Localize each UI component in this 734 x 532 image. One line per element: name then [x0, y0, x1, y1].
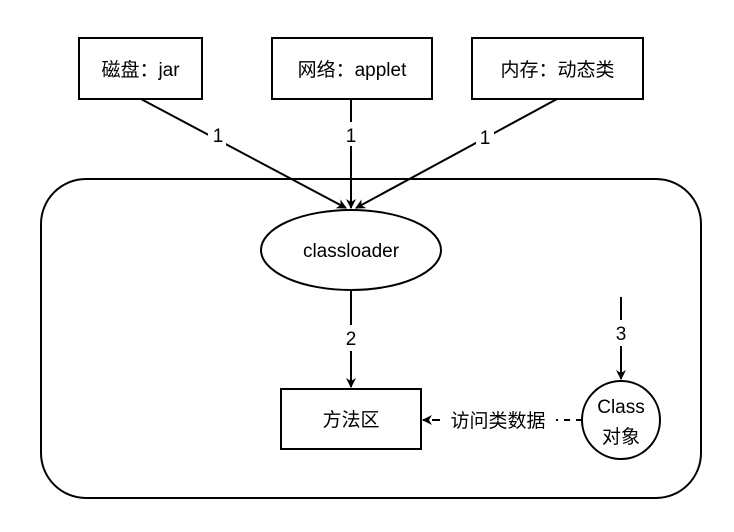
classloader-node[interactable]: classloader [260, 209, 442, 291]
edge-label-access-class-data: 访问类数据 [450, 410, 545, 432]
edge-disk-to-classloader [140, 98, 347, 209]
source-disk-jar[interactable]: 磁盘：jar [78, 37, 203, 100]
jvm-container [40, 178, 702, 499]
edge-label-1-network: 1 [346, 126, 357, 147]
class-object-label-line1: Class [597, 397, 645, 418]
source-memory-dynamic-class-label: 内存：动态类 [500, 59, 614, 81]
edge-label-3: 3 [616, 324, 627, 345]
method-area-node[interactable]: 方法区 [280, 388, 422, 450]
source-disk-jar-label: 磁盘：jar [101, 59, 180, 81]
source-memory-dynamic-class[interactable]: 内存：动态类 [471, 37, 644, 100]
class-object-label-line2: 对象 [602, 426, 640, 448]
edge-memory-to-classloader [355, 98, 558, 209]
classloader-label: classloader [303, 241, 400, 262]
edge-label-1-disk: 1 [213, 126, 224, 147]
source-network-applet[interactable]: 网络：applet [271, 37, 433, 100]
class-object-node[interactable]: Class 对象 [581, 380, 661, 460]
edge-label-2: 2 [346, 329, 357, 350]
edge-label-1-memory: 1 [480, 128, 491, 149]
method-area-label: 方法区 [322, 409, 379, 431]
source-network-applet-label: 网络：applet [298, 59, 407, 81]
